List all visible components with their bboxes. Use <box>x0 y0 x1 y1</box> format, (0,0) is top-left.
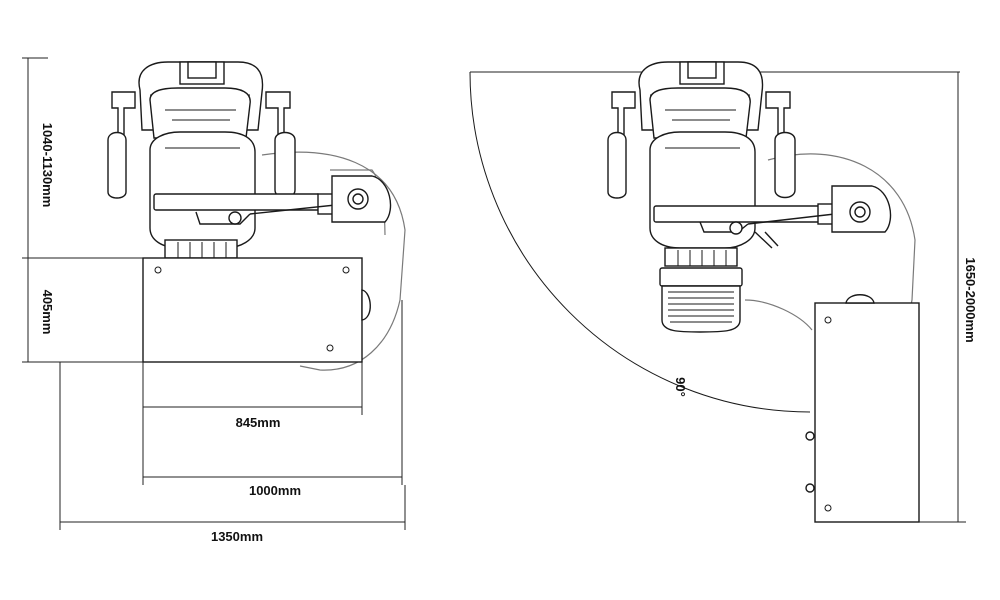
swing-arc <box>469 71 811 413</box>
left-seat <box>149 131 256 249</box>
left-cabinet <box>142 257 363 363</box>
left-backrest <box>149 87 251 139</box>
dim-overall-width-2: 1350mm <box>211 529 263 544</box>
dim-cabinet-depth: 405mm <box>40 290 55 335</box>
foot-pedal <box>659 267 743 287</box>
dim-swing-angle: 90° <box>673 377 688 397</box>
right-plan-view: 90° <box>469 61 978 523</box>
right-cabinet <box>814 302 920 523</box>
left-armrest <box>111 91 136 136</box>
dim-chair-depth: 1040-1130mm <box>40 123 55 208</box>
left-spittoon-outline <box>261 151 406 371</box>
dim-cabinet-width: 845mm <box>236 415 281 430</box>
right-armrest <box>265 91 291 136</box>
dim-overall-width-1: 1000mm <box>249 483 301 498</box>
dim-operating-length: 1650-2000mm <box>963 257 978 342</box>
left-plan-view: 1040-1130mm 405mm 845mm 1000mm 1350mm <box>22 57 406 544</box>
left-tray-arm <box>153 193 321 211</box>
left-pivot <box>347 188 369 210</box>
